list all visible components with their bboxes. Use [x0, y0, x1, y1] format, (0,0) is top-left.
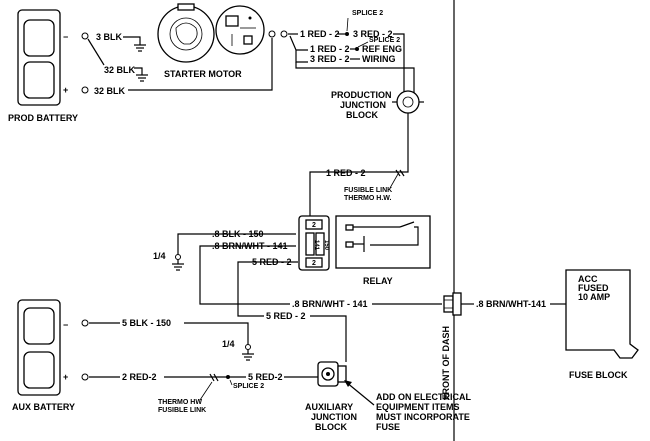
ground-lower-label: 1/4: [222, 339, 235, 349]
wire-label-32blk-upper: 32 BLK: [104, 65, 136, 75]
splice-2-bottom: SPLICE 2: [233, 383, 264, 390]
relay-pin-150: 150: [323, 240, 329, 251]
production-junction-block: [392, 90, 424, 122]
aux-junction-label-1: AUXILIARY: [305, 402, 353, 412]
relay: [335, 215, 431, 269]
aux-battery-minus: −: [63, 320, 68, 330]
fusible-link-label-2: THERMO H.W.: [344, 195, 391, 202]
auxiliary-junction-block: [317, 361, 347, 387]
ground-symbol: [172, 254, 184, 271]
relay-pin-bottom: 2: [312, 260, 316, 267]
fusible-link-label-1: FUSIBLE LINK: [344, 187, 392, 194]
splice-dot: [226, 375, 230, 379]
starter-motor: [157, 3, 265, 63]
wire-label-3red2-wiring: 3 RED - 2: [310, 54, 350, 64]
aux-junction-label-2: JUNCTION: [311, 412, 357, 422]
add-on-note-3: MUST INCORPORATE: [376, 412, 470, 422]
ground-upper-label: 1/4: [153, 251, 166, 261]
terminal: [268, 30, 276, 38]
splice-2-top: SPLICE 2: [352, 10, 383, 17]
wire-label-5blk150: 5 BLK - 150: [122, 318, 171, 328]
terminal: [81, 319, 89, 327]
prod-battery-plus: +: [63, 85, 68, 95]
terminal: [81, 86, 89, 94]
relay-pin-141: 141: [313, 240, 319, 251]
add-on-note-2: EQUIPMENT ITEMS: [376, 402, 460, 412]
dash-connector: [443, 292, 462, 316]
thermo-hw-label-1: THERMO HW: [158, 399, 202, 406]
wire-label-2red2: 2 RED-2: [122, 372, 157, 382]
fuse-block-amp: 10 AMP: [578, 292, 610, 302]
terminal: [81, 373, 89, 381]
production-junction-label-1: PRODUCTION: [331, 90, 392, 100]
add-on-note-4: FUSE: [376, 422, 400, 432]
fuse-block-fused: FUSED: [578, 283, 609, 293]
wire-label-8brnwht141-dash: .8 BRN/WHT-141: [476, 299, 546, 309]
aux-battery-label: AUX BATTERY: [12, 402, 75, 412]
aux-battery-plus: +: [63, 372, 68, 382]
wiring-label: WIRING: [362, 54, 396, 64]
terminal: [81, 32, 89, 40]
prod-battery: − +: [17, 9, 68, 106]
add-on-note-1: ADD ON ELECTRICAL: [376, 392, 471, 402]
prod-battery-minus: −: [63, 32, 68, 42]
aux-junction-label-3: BLOCK: [315, 422, 347, 432]
wire-label-8brnwht141-long: .8 BRN/WHT - 141: [292, 299, 368, 309]
wire-label-32blk-lower: 32 BLK: [94, 86, 126, 96]
production-junction-label-2: JUNCTION: [340, 100, 386, 110]
aux-battery: − +: [17, 299, 68, 396]
splice-dot: [355, 47, 359, 51]
wire-label-5red2-aux: 5 RED - 2: [266, 311, 306, 321]
thermo-hw-label-2: FUSIBLE LINK: [158, 407, 206, 414]
splice-2-ref: SPLICE 2: [369, 37, 400, 44]
production-junction-label-3: BLOCK: [346, 110, 378, 120]
ground-symbol: [136, 74, 148, 82]
starter-motor-label: STARTER MOTOR: [164, 69, 242, 79]
ground-symbol: [134, 44, 146, 52]
fuse-block-label: FUSE BLOCK: [569, 370, 628, 380]
wire-label-3blk: 3 BLK: [96, 32, 123, 42]
fuse-block: [565, 269, 639, 359]
wire-label-1red2-top: 1 RED - 2: [300, 29, 340, 39]
ground-symbol: [242, 344, 254, 361]
front-of-dash-label: FRONT OF DASH: [441, 326, 451, 400]
splice-dot: [345, 32, 349, 36]
ref-eng-label: REF ENG: [362, 44, 402, 54]
wire-label-5red2-aux-bottom: 5 RED-2: [248, 372, 283, 382]
arrow-head: [344, 380, 352, 387]
prod-battery-label: PROD BATTERY: [8, 113, 78, 123]
terminal: [280, 30, 288, 38]
wire-label-1red2-ref: 1 RED - 2: [310, 44, 350, 54]
add-on-arrow: [345, 381, 375, 406]
relay-label: RELAY: [363, 276, 393, 286]
wire-label-3red2-top: 3 RED - 2: [353, 29, 393, 39]
fuse-block-acc: ACC: [578, 274, 598, 284]
wire-label-1red2-mid: 1 RED - 2: [326, 168, 366, 178]
relay-connector: [298, 215, 330, 271]
relay-pin-top: 2: [312, 222, 316, 229]
